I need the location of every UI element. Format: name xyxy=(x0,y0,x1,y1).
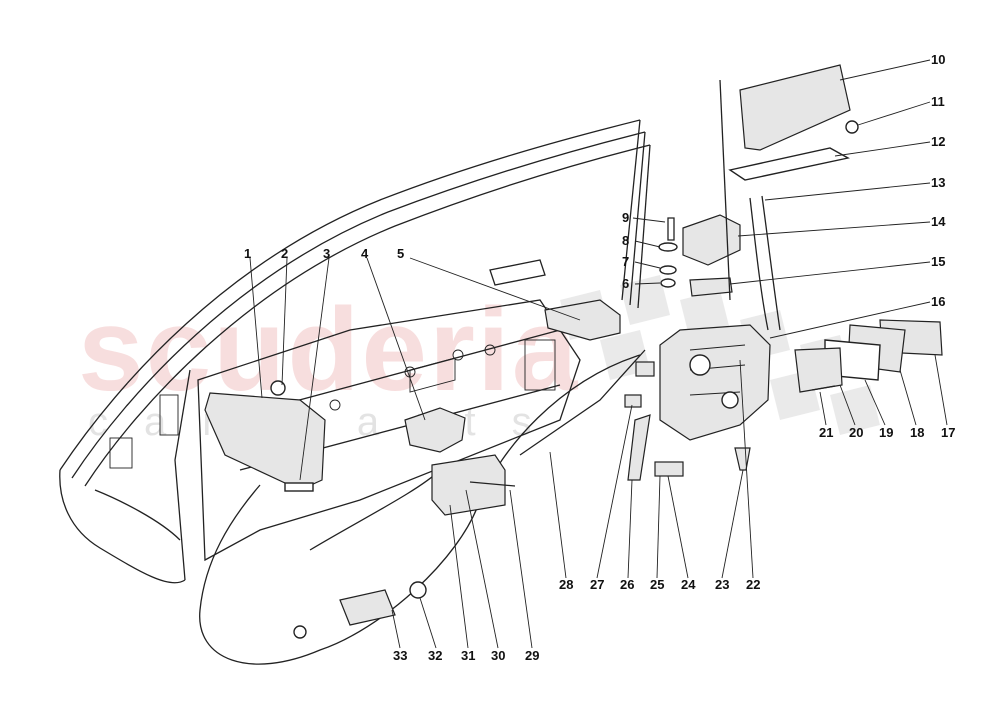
wire-harness xyxy=(309,469,441,551)
clip-part-32 xyxy=(409,581,427,599)
callout-8: 8 xyxy=(622,233,630,248)
release-bracket xyxy=(404,407,466,453)
callout-9: 9 xyxy=(622,210,630,225)
callout-14: 14 xyxy=(931,214,946,229)
callout-20: 20 xyxy=(849,425,864,440)
callout-11: 11 xyxy=(931,94,945,109)
callout-25: 25 xyxy=(650,577,665,592)
callout-31: 31 xyxy=(461,648,476,663)
seal-part-12 xyxy=(728,147,850,181)
door-frame xyxy=(59,119,651,584)
callout-23: 23 xyxy=(715,577,730,592)
bolt-21 xyxy=(811,385,836,391)
callout-10: 10 xyxy=(931,52,946,67)
callout-21: 21 xyxy=(819,425,834,440)
callout-27: 27 xyxy=(590,577,605,592)
stud-part-9 xyxy=(667,217,675,241)
trim-cover-part-10 xyxy=(739,64,851,151)
washer-part-8 xyxy=(658,242,678,252)
door-lock-assembly xyxy=(659,324,771,441)
leader-lines xyxy=(249,59,948,649)
bracket-part-15 xyxy=(689,277,733,297)
striker-20 xyxy=(794,347,843,393)
watermark-brand: scuderia xyxy=(78,284,580,416)
inner-handle-plate xyxy=(204,392,326,491)
callout-18: 18 xyxy=(910,425,925,440)
callout-24: 24 xyxy=(681,577,696,592)
callout-15: 15 xyxy=(931,254,946,269)
lever-part-5 xyxy=(544,299,621,341)
callout-1: 1 xyxy=(244,246,252,261)
screw-part-11 xyxy=(845,120,859,134)
door-edge-line xyxy=(719,79,731,301)
screw-part-23 xyxy=(734,447,751,471)
pin-part-3 xyxy=(284,482,314,492)
callout-5: 5 xyxy=(397,246,405,261)
part-27 xyxy=(624,394,642,408)
callout-12: 12 xyxy=(931,134,946,149)
callout-30: 30 xyxy=(491,648,506,663)
motor-part-14 xyxy=(682,214,741,266)
clip-part-24 xyxy=(654,461,684,477)
callout-6: 6 xyxy=(622,276,630,291)
callout-22: 22 xyxy=(746,577,761,592)
screw-part-2 xyxy=(270,380,286,396)
callout-13: 13 xyxy=(931,175,946,190)
grommet-part-13 xyxy=(749,197,769,331)
callout-28: 28 xyxy=(559,577,574,592)
callout-33: 33 xyxy=(393,648,408,663)
callout-29: 29 xyxy=(525,648,540,663)
callout-4: 4 xyxy=(361,246,369,261)
callout-26: 26 xyxy=(620,577,635,592)
callout-2: 2 xyxy=(281,246,289,261)
nut-part-6 xyxy=(660,278,676,288)
callout-19: 19 xyxy=(879,425,894,440)
actuator-body xyxy=(431,454,506,516)
lock-lever-26 xyxy=(627,414,651,481)
callout-17: 17 xyxy=(941,425,956,440)
callout-32: 32 xyxy=(428,648,443,663)
washer-part-7 xyxy=(659,265,677,275)
callout-7: 7 xyxy=(622,254,630,269)
callout-3: 3 xyxy=(323,246,331,261)
cable-clip xyxy=(339,589,396,626)
door-panel-cutouts xyxy=(109,339,556,469)
screw-part-29 xyxy=(469,481,516,487)
release-cable-2 xyxy=(519,349,646,456)
release-cable xyxy=(199,354,641,665)
callout-16: 16 xyxy=(931,294,946,309)
